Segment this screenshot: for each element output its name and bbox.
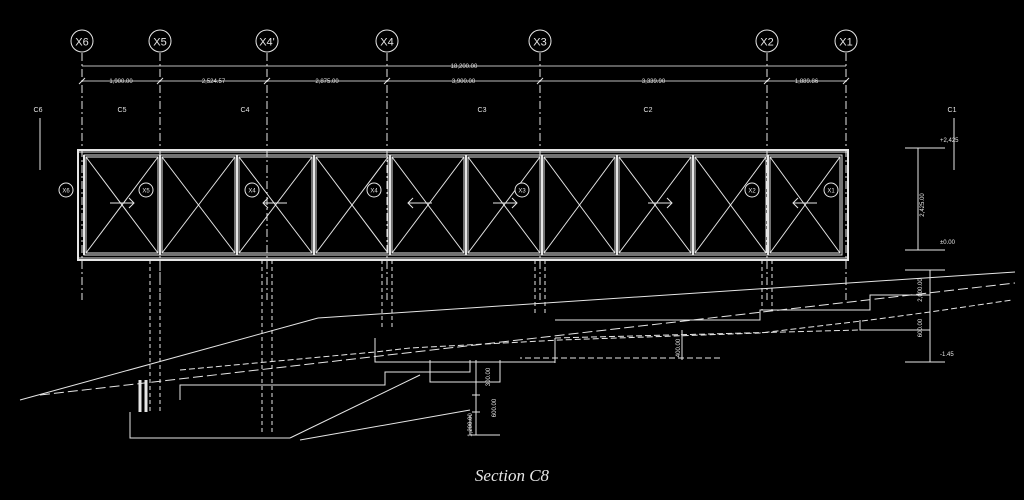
dimension-tick (156, 77, 164, 85)
slide-arrow-head (262, 197, 269, 209)
truss-diagonal (618, 156, 692, 254)
slide-arrow-head (407, 197, 414, 209)
dimension-tick (263, 77, 271, 85)
truss-bays-layer: X6 X5 X4 X4 X3 X2 X1 (58, 155, 841, 255)
truss-diagonal (161, 156, 236, 254)
dimension-tick (383, 77, 391, 85)
vertical-dimension: 2,425.00 (920, 193, 926, 217)
bay-tag-label: X5 (142, 189, 150, 195)
grid-axis-label: X2 (760, 37, 773, 49)
bay-tag-bubble (244, 182, 260, 198)
truss-bay (315, 156, 389, 254)
level-mark: +2,425 (940, 138, 959, 144)
grid-axis-bubble (375, 29, 399, 53)
column-tag: C4 (241, 107, 250, 114)
bay-tag-bubble (138, 182, 154, 198)
bay-tag-label: X6 (62, 189, 70, 195)
truss-diagonal (315, 156, 389, 254)
truss-bay (769, 156, 841, 254)
bay-tag-bubble (58, 182, 74, 198)
segment-dimension: 2,875.00 (315, 79, 339, 85)
level-mark: -1.45 (940, 352, 954, 358)
vertical-dimension: 300.00 (486, 367, 492, 386)
truss-bay (618, 156, 692, 254)
slide-arrow-head (666, 197, 673, 209)
slide-arrow-head (792, 197, 799, 209)
column-tag: C5 (118, 107, 127, 114)
truss-bay (238, 156, 313, 254)
vertical-dimension: 1,200.00 (468, 413, 474, 437)
truss-diagonal (238, 156, 313, 254)
truss-bay (694, 156, 767, 254)
grid-axis-label: X3 (533, 37, 546, 49)
level-mark: ±0.00 (940, 240, 956, 246)
structure-lines (19, 65, 1016, 441)
truss-diagonal (391, 156, 465, 254)
grid-axis-label: X4' (259, 37, 275, 49)
truss-bay (161, 156, 236, 254)
bay-tag-bubble (744, 182, 760, 198)
truss-diagonal (694, 156, 767, 254)
dimension-tick (763, 77, 771, 85)
segment-dimension: 3,900.00 (452, 79, 476, 85)
grid-axis-label: X1 (839, 37, 852, 49)
bay-tag-bubble (366, 182, 382, 198)
truss-diagonal (85, 156, 159, 254)
grid-axis-label: X6 (75, 37, 88, 49)
grid-axis-bubble (528, 29, 552, 53)
truss-diagonal (769, 156, 841, 254)
vertical-dimension: 600.00 (492, 398, 498, 417)
grid-axis-bubble (255, 29, 279, 53)
bay-tag-label: X4 (248, 189, 256, 195)
dimension-tick (78, 77, 86, 85)
segment-dimension: 1,889.86 (795, 79, 819, 85)
truss-diagonal (467, 156, 541, 254)
bay-tag-label: X3 (518, 189, 526, 195)
segment-dimension: 3,339.90 (642, 79, 666, 85)
slide-arrow-head (128, 197, 135, 209)
slide-arrow-head (511, 197, 518, 209)
grid-axis-bubble (834, 29, 858, 53)
annotation-layer: 18,200.00 1,900.00 2,524.57 2,875.00 3,900.0… (34, 64, 960, 437)
column-tag: C3 (478, 107, 487, 114)
vertical-dimension: 400.00 (676, 338, 682, 357)
bay-tag-label: X4 (370, 189, 378, 195)
bay-tag-bubble (514, 182, 530, 198)
column-tag: C1 (948, 107, 957, 114)
vertical-dimension: 2,000.00 (918, 278, 924, 302)
segment-dimension: 1,900.00 (109, 79, 133, 85)
bay-tag-label: X2 (748, 189, 756, 195)
column-tag: C6 (34, 107, 43, 114)
grid-axis-bubble (148, 29, 172, 53)
column-tag: C2 (644, 107, 653, 114)
truss-diagonal (543, 156, 616, 254)
bay-tag-bubble (823, 182, 839, 198)
truss-bay (391, 156, 465, 254)
grid-axis-bubble (70, 29, 94, 53)
grid-axis-label: X5 (153, 37, 166, 49)
dimension-tick (842, 77, 850, 85)
truss-bay (467, 156, 541, 254)
dimension-tick (536, 77, 544, 85)
overall-dimension: 18,200.00 (451, 64, 478, 70)
drawing-caption: Section C8 (474, 466, 550, 485)
grid-axis-label: X4 (380, 37, 393, 49)
segment-dimension: 2,524.57 (202, 79, 226, 85)
truss-bay (85, 156, 159, 254)
truss-bay (543, 156, 616, 254)
grid-axis-bubble (755, 29, 779, 53)
vertical-dimension: 600.00 (918, 318, 924, 337)
bay-tag-label: X1 (827, 189, 835, 195)
